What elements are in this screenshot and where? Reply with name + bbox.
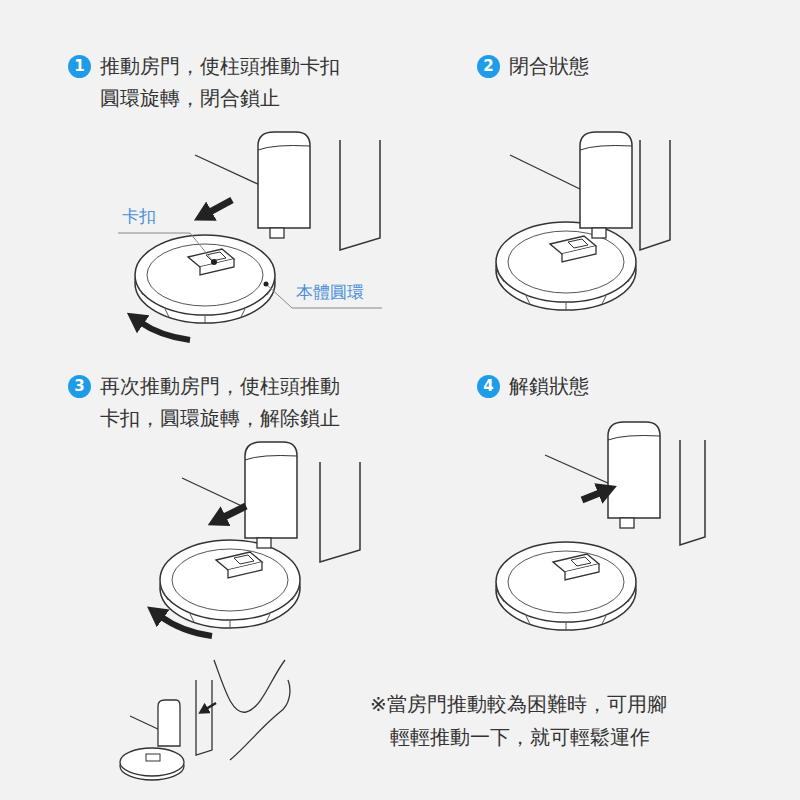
panel-one-drawing-part	[264, 282, 269, 287]
step-caption: 解鎖狀態	[509, 370, 669, 402]
panel-one-drawing-part	[188, 249, 234, 275]
panel-one-drawing-part	[118, 233, 212, 260]
panel-two-drawing-part	[510, 155, 582, 190]
panel-one-drawing-part	[258, 132, 310, 238]
step-block: 2 閉合狀態	[477, 50, 669, 82]
step-block: 4 解鎖狀態	[477, 370, 669, 402]
foot-push-drawing-part	[196, 680, 212, 755]
panel-three-drawing-part	[320, 462, 360, 562]
part-label: 本體圓環	[296, 281, 364, 304]
panel-four-drawing-part	[545, 455, 610, 484]
step-block: 1 推動房門，使柱頭推動卡扣 圓環旋轉，閉合鎖止	[68, 50, 352, 114]
foot-push-drawing-part	[230, 680, 290, 760]
panel-three-drawing	[160, 442, 360, 636]
panel-three-drawing-part	[182, 478, 246, 508]
foot-push-drawing-part	[120, 748, 184, 776]
foot-push-drawing-part	[206, 703, 216, 709]
panel-four-drawing-part	[608, 422, 660, 528]
panel-one-drawing-part	[140, 322, 190, 340]
panel-four-drawing-part	[582, 492, 602, 500]
foot-push-drawing-part	[130, 716, 160, 730]
panel-one-drawing-part	[195, 155, 262, 186]
note-text: ※當房門推動較為困難時，可用腳 輕輕推動一下，就可輕鬆運作	[370, 688, 682, 754]
panel-two-drawing	[496, 132, 670, 310]
panel-three-drawing-part	[160, 616, 212, 636]
panel-two-drawing-part	[550, 236, 596, 262]
panel-one-drawing-part	[340, 140, 380, 250]
part-label: 卡扣	[122, 205, 156, 228]
callout-number: 1	[68, 55, 91, 78]
panel-two-drawing-part	[580, 132, 632, 238]
callout-number: 4	[477, 375, 500, 398]
panel-three-drawing-part	[245, 442, 297, 548]
panel-three-drawing-part	[216, 552, 262, 578]
panel-four-drawing-part	[496, 542, 636, 630]
step-caption: 再次推動房門，使柱頭推動 卡扣，圓環旋轉，解除鎖止	[100, 370, 352, 434]
callout-number: 2	[477, 55, 500, 78]
panel-four-drawing	[496, 422, 705, 630]
panel-two-drawing-part	[640, 140, 670, 250]
foot-push-drawing-part	[158, 700, 180, 746]
step-caption: 推動房門，使柱頭推動卡扣 圓環旋轉，閉合鎖止	[100, 50, 352, 114]
panel-three-drawing-part	[160, 540, 300, 628]
panel-three-drawing-part	[222, 506, 246, 518]
panel-two-drawing-part	[496, 222, 636, 310]
foot-push-drawing	[120, 660, 290, 780]
step-caption: 閉合狀態	[509, 50, 669, 82]
step-block: 3 再次推動房門，使柱頭推動 卡扣，圓環旋轉，解除鎖止	[68, 370, 352, 434]
callout-number: 3	[68, 375, 91, 398]
foot-push-drawing-part	[214, 660, 285, 712]
panel-one-drawing-part	[208, 200, 232, 213]
panel-four-drawing-part	[680, 440, 705, 545]
panel-one-drawing	[118, 132, 382, 340]
panel-one-drawing-part	[135, 235, 275, 323]
panel-four-drawing-part	[553, 554, 599, 580]
foot-push-drawing-part	[146, 754, 160, 761]
